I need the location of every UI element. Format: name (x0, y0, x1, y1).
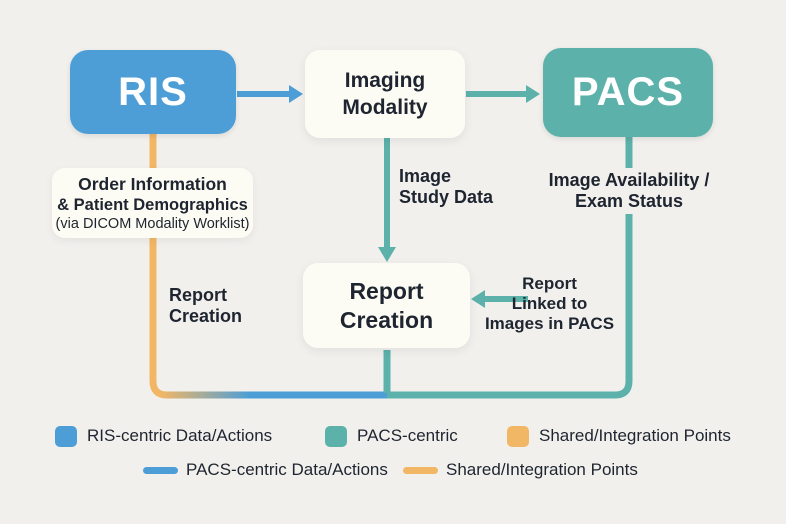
legend-item-pacs-centric: PACS-centric (325, 425, 458, 447)
legend-item-shared-points-line: Shared/Integration Points (403, 459, 638, 481)
node-report-creation-line2: Creation (339, 306, 434, 333)
label-report-linked: Report Linked to Images in PACS (481, 274, 618, 334)
label-order-information: Order Information & Patient Demographics… (52, 168, 253, 238)
node-ris: RIS (70, 50, 236, 134)
arrow-modality-to-report-head (378, 247, 396, 262)
legend-label-pacs-centric-line: PACS-centric Data/Actions (186, 460, 388, 479)
label-order-information-line3: (via DICOM Modality Worklist) (55, 215, 250, 232)
label-report-creation-left-line2: Creation (169, 306, 243, 326)
node-ris-label: RIS (118, 69, 188, 114)
legend-swatch-blue-line (143, 466, 178, 474)
label-report-creation-left: Report Creation (169, 285, 242, 327)
label-image-availability-line1: Image Availability / (548, 170, 710, 190)
legend-swatch-teal-square (325, 425, 347, 447)
label-report-linked-line1: Report (522, 274, 577, 293)
arrow-ris-to-modality-head (289, 85, 303, 103)
node-pacs: PACS (543, 48, 713, 137)
node-imaging-modality-line1: Imaging (344, 69, 426, 92)
label-image-availability-line2: Exam Status (574, 191, 684, 211)
label-image-study-data-line1: Image (399, 166, 452, 186)
node-report-creation-line1: Report (349, 277, 424, 304)
legend-label-shared-points-line: Shared/Integration Points (446, 460, 638, 479)
legend-item-shared-points: Shared/Integration Points (507, 425, 731, 447)
legend-label-pacs-centric: PACS-centric (357, 426, 458, 445)
legend-swatch-blue-square (55, 425, 77, 447)
legend-label-shared-points: Shared/Integration Points (539, 426, 731, 445)
label-image-study-data-line2: Study Data (399, 187, 494, 207)
label-image-availability: Image Availability / Exam Status (543, 168, 715, 214)
arrow-linked-to-report-head (471, 290, 485, 308)
node-imaging-modality-line2: Modality (342, 96, 428, 119)
label-image-study-data: Image Study Data (399, 166, 493, 208)
arrow-modality-to-pacs-head (526, 85, 540, 103)
legend-swatch-orange-square (507, 425, 529, 447)
connector-shared-ris-to-report (149, 133, 387, 399)
label-report-linked-line2: Linked to (511, 294, 588, 313)
node-imaging-modality: Imaging Modality (305, 50, 465, 138)
label-report-linked-line3: Images in PACS (484, 314, 615, 333)
label-report-creation-left-line1: Report (169, 285, 227, 305)
node-report-creation: Report Creation (303, 263, 470, 348)
node-pacs-label: PACS (571, 70, 685, 114)
legend-label-ris-centric: RIS-centric Data/Actions (87, 426, 273, 445)
label-order-information-line2: & Patient Demographics (57, 195, 248, 214)
label-order-information-line1: Order Information (78, 173, 227, 194)
legend-swatch-orange-line (403, 466, 438, 474)
connector-pacs-to-report (387, 137, 633, 399)
legend-item-pacs-centric-line: PACS-centric Data/Actions (143, 459, 388, 481)
legend-item-ris-centric: RIS-centric Data/Actions (55, 425, 272, 447)
